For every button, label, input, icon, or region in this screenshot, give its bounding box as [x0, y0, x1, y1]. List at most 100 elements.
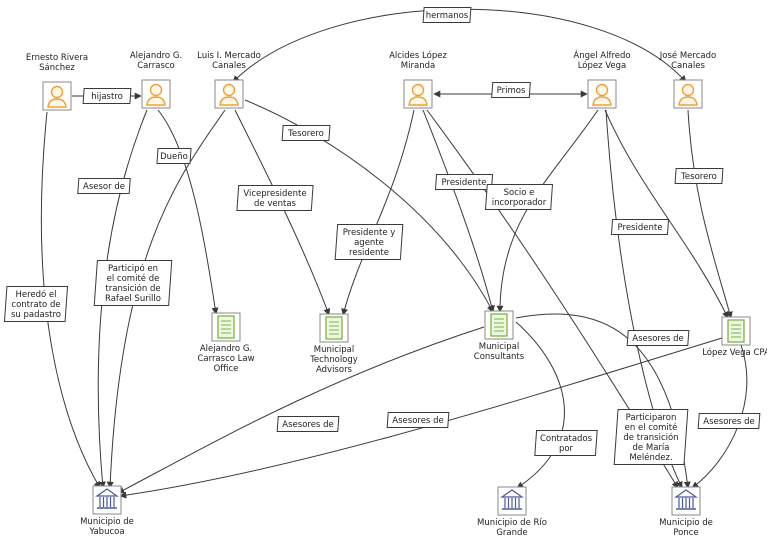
- svg-text:Presidente: Presidente: [442, 178, 487, 188]
- edge-luis-to-mta: [234, 109, 331, 316]
- node-label: Technology: [309, 355, 358, 365]
- company-icon: [484, 310, 514, 340]
- node-label: Ernesto Rivera: [26, 53, 88, 63]
- svg-text:Tesorero: Tesorero: [680, 172, 717, 182]
- government-icon: [497, 486, 527, 516]
- svg-text:por: por: [559, 444, 574, 454]
- edge-lvcpa-to-yabucoa: [119, 337, 723, 499]
- edge-label-alejandro-to-law_office: Dueño: [156, 148, 192, 164]
- svg-text:transición de: transición de: [105, 283, 160, 294]
- svg-text:el comité de: el comité de: [107, 273, 160, 284]
- edge-ernesto-to-yabucoa: [40, 111, 101, 489]
- svg-text:de María: de María: [633, 443, 670, 453]
- person-icon: [403, 79, 433, 109]
- node-label: Municipal: [479, 342, 519, 352]
- edge-alcides-to-mta: [341, 109, 415, 316]
- svg-text:agente: agente: [354, 238, 384, 248]
- edge-mc-to-yabucoa: [117, 326, 485, 494]
- node-label: Carrasco Law: [197, 354, 254, 364]
- svg-text:Dueño: Dueño: [160, 152, 188, 162]
- svg-text:residente: residente: [349, 248, 389, 258]
- company-icon: [319, 313, 349, 343]
- svg-text:de ventas: de ventas: [254, 199, 297, 209]
- svg-text:Participó en: Participó en: [108, 263, 158, 274]
- svg-text:Participaron: Participaron: [626, 413, 677, 423]
- svg-text:Socio e: Socio e: [504, 188, 535, 198]
- edge-label-alcides-to-mc: Presidente: [434, 174, 494, 190]
- edge-label-ernesto-to-alejandro: hijastro: [82, 88, 132, 104]
- svg-text:hijastro: hijastro: [91, 92, 123, 102]
- svg-text:Tesorero: Tesorero: [287, 129, 324, 139]
- node-label: Luis I. Mercado: [197, 51, 261, 61]
- node-label: López Vega CPA: [702, 347, 767, 358]
- person-icon: [214, 79, 244, 109]
- node-alejandro[interactable]: Alejandro G.Carrasco: [130, 51, 182, 109]
- edge-alejandro-to-yabucoa: [97, 109, 148, 489]
- node-label: Sánchez: [39, 63, 75, 73]
- svg-text:Asesores de: Asesores de: [632, 334, 683, 344]
- node-label: Alcides López: [389, 50, 447, 61]
- node-label: Canales: [212, 61, 246, 71]
- node-label: Alejandro G.: [200, 344, 252, 354]
- edge-alcides-to-mc: [422, 109, 495, 313]
- edge-alejandro-to-law_office: [157, 109, 219, 315]
- node-label: Miranda: [401, 61, 435, 71]
- edge-label-angel-to-lvcpa: Presidente: [610, 219, 670, 235]
- edge-mc-to-riogrande: [515, 321, 565, 489]
- person-icon: [141, 79, 171, 109]
- node-label: Yabucoa: [88, 527, 124, 537]
- edge-label-mc-to-yabucoa: Asesores de: [276, 416, 340, 432]
- node-label: López Vega: [578, 60, 627, 71]
- edge-luis-to-mc: [244, 99, 494, 313]
- svg-text:Asesores de: Asesores de: [392, 416, 443, 426]
- person-icon: [42, 81, 72, 111]
- company-icon: [721, 316, 751, 346]
- edge-label-luis-to-jose: hermanos: [422, 7, 472, 23]
- node-label: Advisors: [316, 365, 353, 375]
- node-label: Ángel Alfredo: [573, 49, 630, 61]
- node-label: Carrasco: [137, 61, 175, 71]
- edge-label-alejandro-to-yabucoa: Asesor de: [77, 178, 131, 194]
- node-label: Office: [214, 364, 239, 374]
- svg-text:Vicepresidente: Vicepresidente: [243, 189, 306, 199]
- svg-text:Presidente y: Presidente y: [343, 228, 396, 238]
- svg-text:Asesores de: Asesores de: [703, 417, 754, 427]
- svg-text:Contratados: Contratados: [540, 434, 593, 444]
- svg-text:Asesores de: Asesores de: [282, 420, 333, 430]
- node-label: Alejandro G.: [130, 51, 182, 61]
- svg-text:incorporador: incorporador: [492, 198, 547, 208]
- svg-text:Rafael Surillo: Rafael Surillo: [105, 294, 161, 304]
- edge-label-lvcpa-to-ponce: Asesores de: [697, 413, 761, 429]
- node-label: Municipio de Río: [477, 518, 547, 528]
- node-label: Ponce: [673, 528, 698, 537]
- person-icon: [587, 79, 617, 109]
- edge-label-lvcpa-to-yabucoa: Asesores de: [386, 412, 450, 428]
- edge-label-mc-to-ponce: Asesores de: [626, 330, 690, 346]
- edge-label-jose-to-lvcpa: Tesorero: [674, 168, 724, 184]
- node-label: Consultants: [474, 352, 525, 362]
- edge-label-luis-to-mc: Tesorero: [281, 125, 331, 141]
- edge-jose-to-lvcpa: [687, 109, 733, 319]
- person-icon: [673, 79, 703, 109]
- svg-text:hermanos: hermanos: [426, 11, 469, 21]
- svg-text:de transición: de transición: [623, 432, 678, 443]
- node-lvcpa[interactable]: López Vega CPA: [702, 316, 767, 358]
- svg-text:Primos: Primos: [497, 86, 526, 96]
